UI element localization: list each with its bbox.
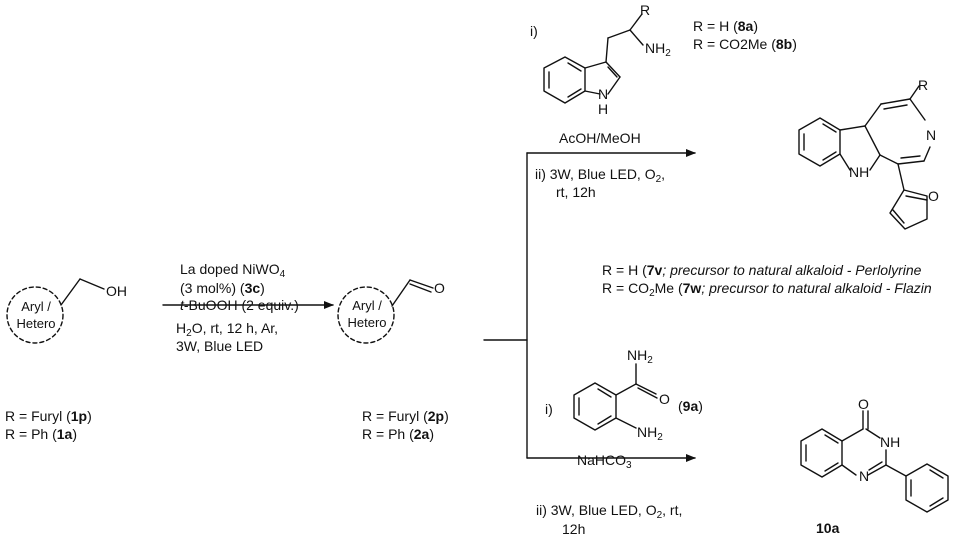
aldehyde-oxygen: O xyxy=(434,280,445,296)
catalyst-loading: (3 mol%) (3c) xyxy=(180,280,265,296)
amide-nh2: NH2 xyxy=(627,347,653,366)
amide-oxygen: O xyxy=(659,391,670,407)
aldehyde-r-furyl: R = Furyl (2p) xyxy=(362,408,449,424)
tryptamine-structure xyxy=(543,13,644,104)
light-conditions: 3W, Blue LED xyxy=(176,338,264,354)
lower-step-ii-time: 12h xyxy=(562,521,586,537)
product-label-10a: 10a xyxy=(816,520,840,536)
solvent-conditions: H2O, rt, 12 h, Ar, xyxy=(176,320,279,339)
furan-oxygen: O xyxy=(928,188,939,204)
reactant-ring-label-2: Hetero xyxy=(16,316,56,331)
quinazolinone-n: N xyxy=(859,468,870,484)
dashed-ring-aldehyde xyxy=(337,286,395,344)
tryptamine-r-atom: R xyxy=(640,2,651,18)
lower-step-i: i) xyxy=(545,401,553,417)
note-flazin: R = CO2Me (7w; precursor to natural alka… xyxy=(602,280,932,299)
tryptamine-r-h: R = H (8a) xyxy=(693,18,758,34)
amine-nh2: NH2 xyxy=(637,424,663,443)
aldehyde-ring-label-1: Aryl / xyxy=(352,298,382,313)
oxidant-label: t-BuOOH (2 equiv.) xyxy=(180,297,299,313)
catalyst-label: La doped NiWO4 xyxy=(180,261,286,280)
tryptamine-indole-n: N xyxy=(598,86,609,102)
lower-step-ii: ii) 3W, Blue LED, O2, rt, xyxy=(536,502,683,521)
carboline-pyridine-n: N xyxy=(926,127,937,143)
quinazolinone-nh: NH xyxy=(880,434,901,450)
lower-base: NaHCO3 xyxy=(577,452,632,471)
reactant-r-ph: R = Ph (1a) xyxy=(5,426,77,442)
quinazolinone-structure xyxy=(800,410,949,513)
anthranilamide-structure xyxy=(573,363,658,431)
upper-step-i: i) xyxy=(530,23,538,39)
aldehyde-chain xyxy=(391,279,434,307)
dashed-ring-reactant xyxy=(6,286,64,344)
beta-carboline-structure xyxy=(798,85,931,230)
upper-step-ii-time: rt, 12h xyxy=(556,184,596,200)
reactant-ring-label-1: Aryl / xyxy=(21,299,51,314)
upper-step-ii: ii) 3W, Blue LED, O2, xyxy=(535,166,666,185)
note-perlolyrine: R = H (7v; precursor to natural alkaloid… xyxy=(602,262,922,278)
reactant-r-furyl: R = Furyl (1p) xyxy=(5,408,92,424)
tryptamine-nh2: NH2 xyxy=(645,40,671,59)
alcohol-chain xyxy=(60,278,105,306)
aldehyde-ring-label-2: Hetero xyxy=(347,315,387,330)
carboline-indole-nh: NH xyxy=(849,164,870,180)
upper-solvent: AcOH/MeOH xyxy=(559,130,641,146)
quinazolinone-oxygen: O xyxy=(858,396,869,412)
tryptamine-indole-h: H xyxy=(598,101,609,117)
anthranilamide-code: (9a) xyxy=(678,398,703,414)
hydroxyl-label: OH xyxy=(106,283,127,299)
tryptamine-r-co2me: R = CO2Me (8b) xyxy=(693,36,797,52)
carboline-r-atom: R xyxy=(918,77,929,93)
aldehyde-r-ph: R = Ph (2a) xyxy=(362,426,434,442)
